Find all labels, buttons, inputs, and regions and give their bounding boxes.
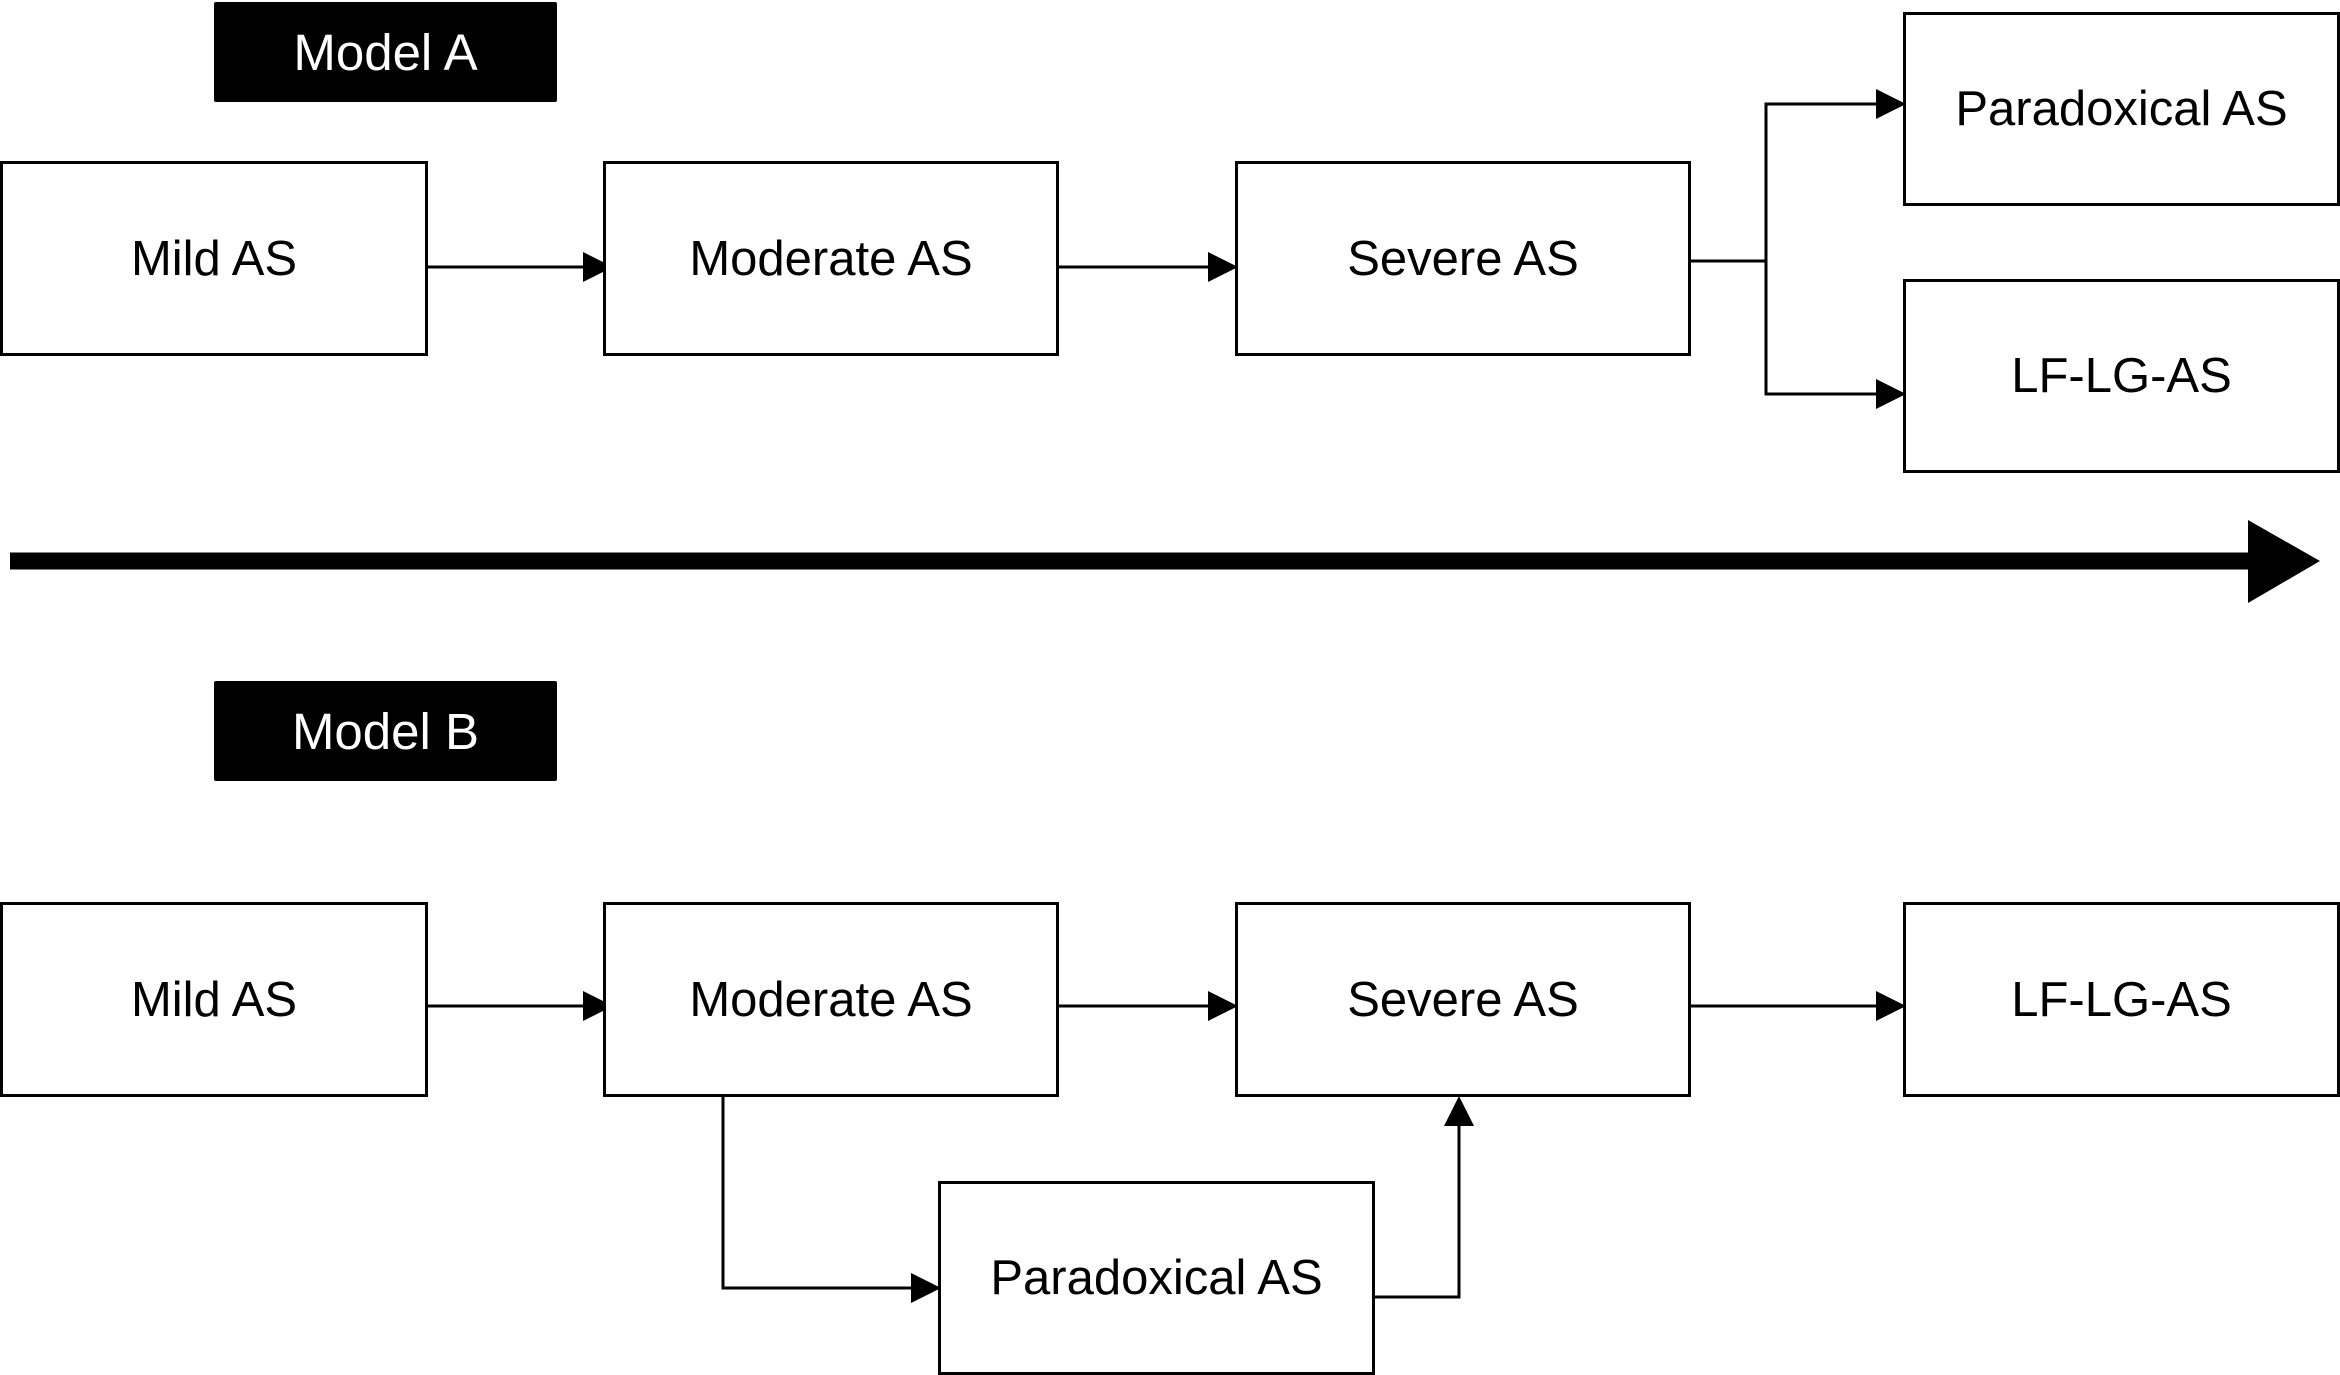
- b-severe-to-lflg-arrowhead: [1876, 991, 1906, 1021]
- b-node-mild-as: Mild AS: [0, 902, 428, 1097]
- b-mild-to-moderate-arrowhead: [583, 991, 613, 1021]
- b-paradoxical-to-severe-arrowhead: [1444, 1096, 1474, 1126]
- a-severe-to-lflg-arrow: [1764, 261, 1880, 396]
- b-moderate-to-paradoxical-arrow: [721, 1097, 915, 1290]
- a-node-paradoxical-as: Paradoxical AS: [1903, 12, 2340, 206]
- b-node-paradoxical-as: Paradoxical AS: [938, 1181, 1375, 1375]
- a-node-mild-as: Mild AS: [0, 161, 428, 356]
- b-moderate-to-paradoxical-arrowhead: [911, 1273, 941, 1303]
- b-paradoxical-to-severe-arrow: [1373, 1124, 1461, 1299]
- a-node-severe-as: Severe AS: [1235, 161, 1691, 356]
- b-moderate-to-severe-arrowhead: [1208, 991, 1238, 1021]
- a-node-moderate-as: Moderate AS: [603, 161, 1059, 356]
- b-node-lf-lg-as: LF-LG-AS: [1903, 902, 2340, 1097]
- b-node-severe-as: Severe AS: [1235, 902, 1691, 1097]
- a-mild-to-moderate-arrowhead: [583, 252, 613, 282]
- a-severe-to-paradoxical-arrow: [1764, 102, 1880, 394]
- timeline-arrow-head: [2248, 520, 2320, 603]
- a-severe-to-lflg-arrowhead: [1876, 379, 1906, 409]
- a-node-lf-lg-as: LF-LG-AS: [1903, 279, 2340, 473]
- a-moderate-to-severe-arrowhead: [1208, 252, 1238, 282]
- a-severe-to-paradoxical-arrowhead: [1876, 89, 1906, 119]
- model-b-label: Model B: [214, 681, 557, 781]
- model-a-label: Model A: [214, 2, 557, 102]
- b-node-moderate-as: Moderate AS: [603, 902, 1059, 1097]
